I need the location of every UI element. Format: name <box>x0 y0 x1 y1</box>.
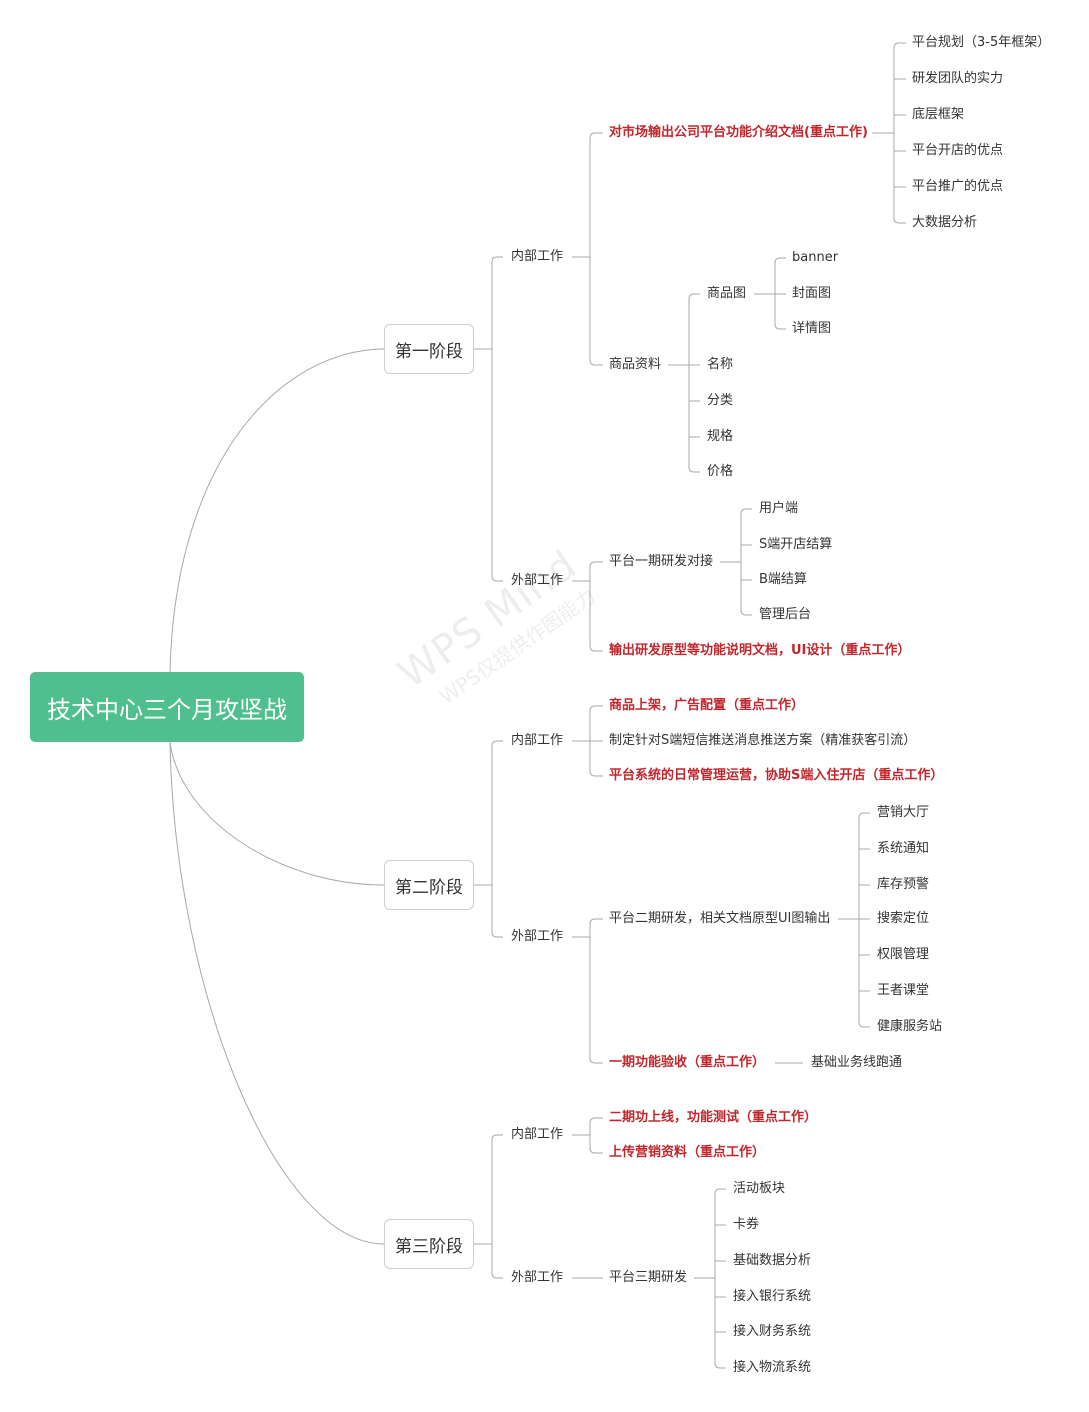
goods-image-item-node[interactable]: 封面图 <box>792 286 832 301</box>
stage1-external-node[interactable]: 外部工作 <box>511 573 564 588</box>
stage2-internal-item-node[interactable]: 平台系统的日常管理运营，协助S端入住开店（重点工作） <box>609 768 944 783</box>
stage-3-node[interactable]: 第三阶段 <box>384 1219 474 1269</box>
stage3-external-node[interactable]: 外部工作 <box>511 1270 564 1285</box>
stage1-internal-node[interactable]: 内部工作 <box>511 249 564 264</box>
stage3-internal-item-node[interactable]: 二期功上线，功能测试（重点工作） <box>609 1110 818 1125</box>
stage2-accept-node[interactable]: 一期功能验收（重点工作） <box>609 1055 766 1070</box>
stage3-dev-node[interactable]: 平台三期研发 <box>609 1270 688 1285</box>
stage2-accept-child-node[interactable]: 基础业务线跑通 <box>811 1055 903 1070</box>
stage-2-node[interactable]: 第二阶段 <box>384 860 474 910</box>
dev1-item-node[interactable]: B端结算 <box>759 572 807 587</box>
goods-image-node[interactable]: 商品图 <box>707 286 747 301</box>
stage1-output-node[interactable]: 输出研发原型等功能说明文档，UI设计（重点工作） <box>609 643 911 658</box>
dev1-item-node[interactable]: 用户端 <box>759 501 799 516</box>
stage2-internal-item-node[interactable]: 制定针对S端短信推送消息推送方案（精准获客引流） <box>609 733 917 748</box>
dev2-item-node[interactable]: 库存预警 <box>877 877 930 892</box>
dev3-item-node[interactable]: 基础数据分析 <box>733 1253 812 1268</box>
stage2-dev-node[interactable]: 平台二期研发，相关文档原型UI图输出 <box>609 911 831 926</box>
doc-item-node[interactable]: 平台开店的优点 <box>912 143 1004 158</box>
dev3-item-node[interactable]: 接入物流系统 <box>733 1360 812 1375</box>
stage2-internal-node[interactable]: 内部工作 <box>511 733 564 748</box>
stage-1-node[interactable]: 第一阶段 <box>384 324 474 374</box>
dev2-item-node[interactable]: 王者课堂 <box>877 983 930 998</box>
stage1-doc-node[interactable]: 对市场输出公司平台功能介绍文档(重点工作) <box>609 125 868 140</box>
doc-item-node[interactable]: 研发团队的实力 <box>912 71 1004 86</box>
dev1-item-node[interactable]: S端开店结算 <box>759 537 833 552</box>
dev2-item-node[interactable]: 搜索定位 <box>877 911 930 926</box>
goods-item-node[interactable]: 分类 <box>707 393 734 408</box>
stage2-internal-item-node[interactable]: 商品上架，广告配置（重点工作） <box>609 698 805 713</box>
goods-image-item-node[interactable]: 详情图 <box>792 321 832 336</box>
goods-image-item-node[interactable]: banner <box>792 250 839 265</box>
stage3-internal-node[interactable]: 内部工作 <box>511 1127 564 1142</box>
doc-item-node[interactable]: 平台推广的优点 <box>912 179 1004 194</box>
dev2-item-node[interactable]: 营销大厅 <box>877 805 930 820</box>
dev2-item-node[interactable]: 系统通知 <box>877 841 930 856</box>
dev3-item-node[interactable]: 接入财务系统 <box>733 1324 812 1339</box>
dev3-item-node[interactable]: 卡券 <box>733 1217 760 1232</box>
doc-item-node[interactable]: 底层框架 <box>912 107 965 122</box>
stage1-goods-node[interactable]: 商品资料 <box>609 357 662 372</box>
stage3-internal-item-node[interactable]: 上传营销资料（重点工作） <box>609 1145 766 1160</box>
doc-item-node[interactable]: 大数据分析 <box>912 215 978 230</box>
root-topic[interactable]: 技术中心三个月攻坚战 <box>30 672 304 742</box>
goods-item-node[interactable]: 规格 <box>707 429 734 444</box>
dev2-item-node[interactable]: 权限管理 <box>877 947 930 962</box>
dev2-item-node[interactable]: 健康服务站 <box>877 1019 943 1034</box>
dev3-item-node[interactable]: 接入银行系统 <box>733 1289 812 1304</box>
dev1-item-node[interactable]: 管理后台 <box>759 607 812 622</box>
dev3-item-node[interactable]: 活动板块 <box>733 1181 786 1196</box>
stage2-external-node[interactable]: 外部工作 <box>511 929 564 944</box>
stage1-dev-node[interactable]: 平台一期研发对接 <box>609 554 714 569</box>
doc-item-node[interactable]: 平台规划（3-5年框架） <box>912 35 1051 50</box>
goods-item-node[interactable]: 名称 <box>707 357 734 372</box>
goods-item-node[interactable]: 价格 <box>707 464 734 479</box>
